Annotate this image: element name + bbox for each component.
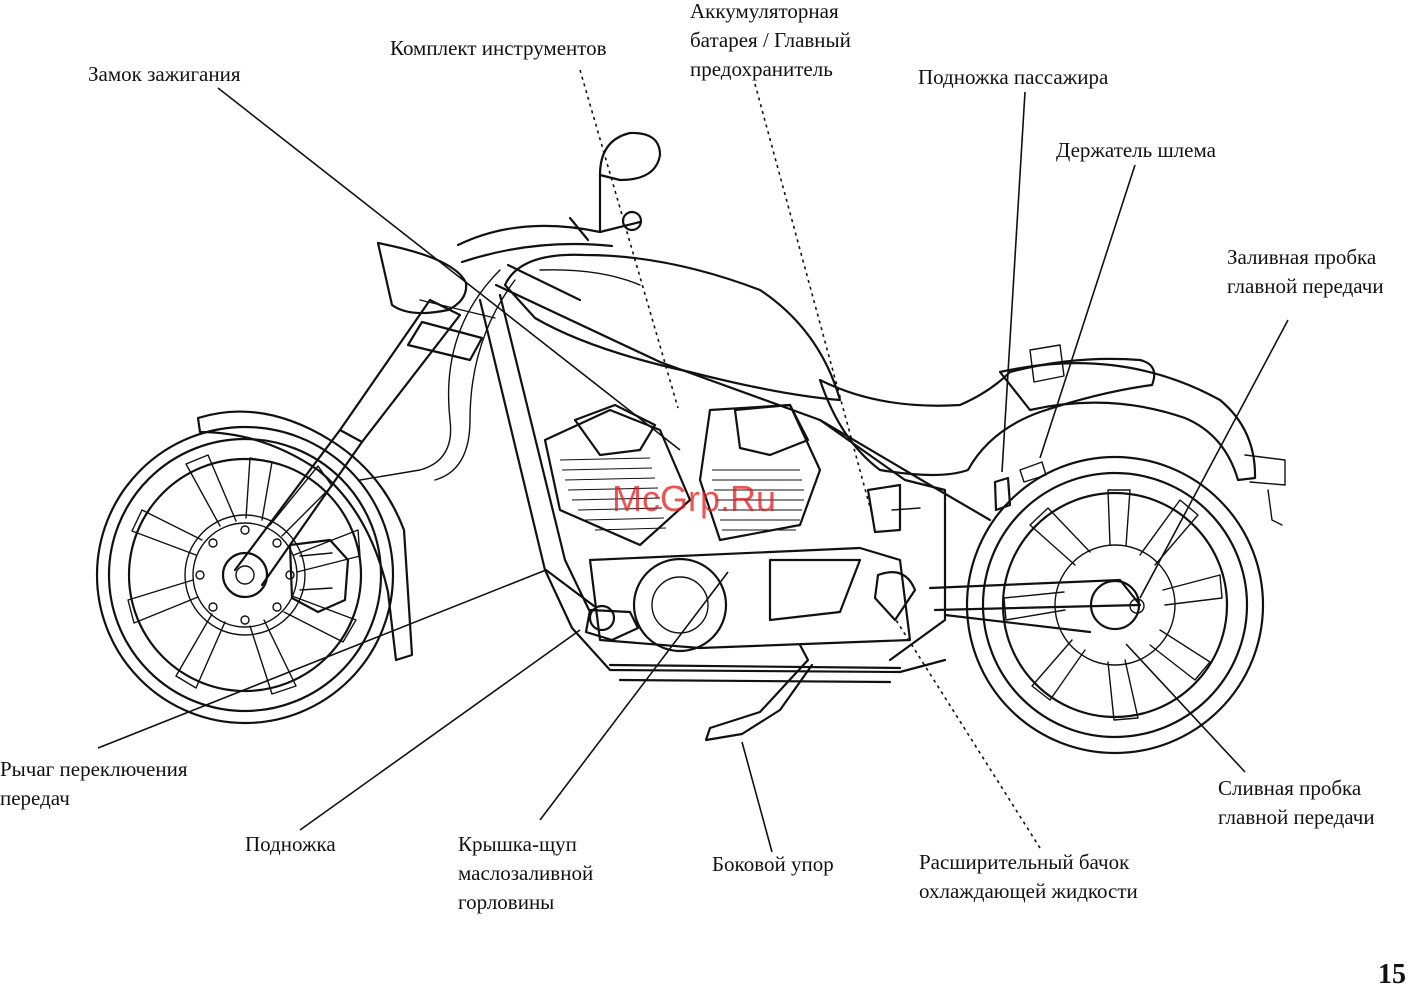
label-ignition-switch: Замок зажигания — [88, 62, 241, 86]
leader-lines — [97, 69, 1289, 853]
label-oil-dipstick: Крышка-щуп маслозаливной горловины — [458, 832, 594, 914]
label-passenger-footpeg: Подножка пассажира — [918, 65, 1109, 89]
label-final-drive-fill-cap: Заливная пробка главной передачи — [1227, 245, 1384, 298]
frame — [478, 263, 992, 674]
front-wheel — [95, 425, 395, 725]
label-tool-kit: Комплект инструментов — [390, 36, 607, 60]
motorcycle-illustration — [95, 131, 1286, 755]
label-side-stand: Боковой упор — [712, 852, 834, 876]
watermark: McGrp.Ru — [612, 478, 777, 519]
label-final-drive-drain-bolt: Сливная пробка главной передачи — [1218, 776, 1375, 829]
label-helmet-holder: Держатель шлема — [1056, 138, 1216, 162]
label-gearshift-lever: Рычаг переключения передач — [0, 757, 188, 810]
engine — [543, 403, 947, 662]
label-battery-main-fuse: Аккумуляторная батарея / Главный предохр… — [690, 0, 851, 81]
rear-wheel — [965, 455, 1265, 755]
label-coolant-reservoir: Расширительный бачок охлаждающей жидкост… — [919, 850, 1138, 903]
label-footpeg: Подножка — [245, 832, 336, 856]
page-number: 15 — [1378, 959, 1406, 990]
